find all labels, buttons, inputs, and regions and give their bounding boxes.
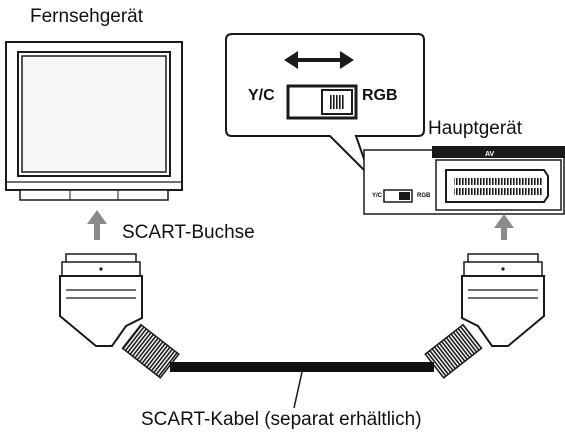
scart-plug-right-icon xyxy=(424,253,545,379)
cable-label: SCART-Kabel (separat erhältlich) xyxy=(141,409,422,430)
arrow-up-icon xyxy=(494,214,514,240)
main-unit-label: Hauptgerät xyxy=(428,118,523,139)
scart-cable xyxy=(170,362,434,409)
slide-switch-large xyxy=(286,84,358,120)
small-switch-right-label: RGB xyxy=(417,193,431,199)
scart-jack-label: SCART-Buchse xyxy=(122,222,255,243)
double-arrow-icon xyxy=(284,51,354,69)
switch-right-label: RGB xyxy=(362,87,398,104)
arrow-up-icon xyxy=(87,210,107,240)
main-unit-panel xyxy=(363,146,565,215)
av-panel-label: AV xyxy=(485,151,495,158)
switch-left-label: Y/C xyxy=(248,87,275,104)
scart-plug-left-icon xyxy=(59,253,180,379)
tv-label: Fernsehgerät xyxy=(30,6,144,27)
tv-icon xyxy=(5,41,183,201)
small-switch-left-label: Y/C xyxy=(372,193,383,199)
